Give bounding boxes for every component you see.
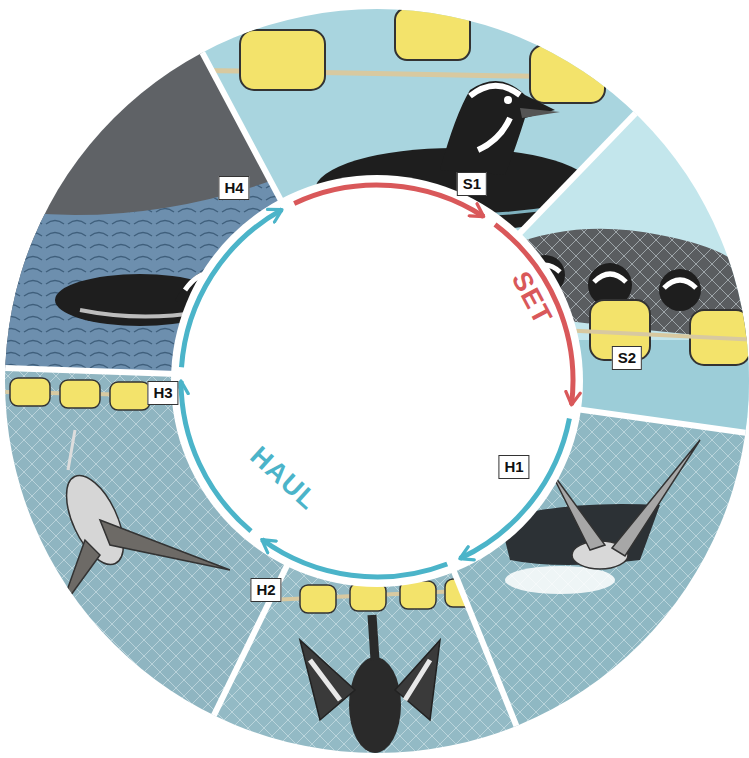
panel-s2-part — [560, 330, 749, 340]
panel-s2-part — [664, 280, 696, 288]
panel-h2-part — [310, 660, 430, 700]
step-label-box: S2 — [612, 346, 642, 370]
panel-h3-part — [100, 520, 230, 570]
step-label-box: H4 — [218, 176, 249, 200]
panel-s1-part — [395, 8, 470, 60]
panel-h3-part — [60, 380, 100, 408]
panel-s1-part — [530, 45, 605, 103]
step-label-box: S1 — [457, 172, 487, 196]
cycle-arrows-part — [181, 381, 251, 531]
cycle-arrows-part — [182, 210, 283, 368]
step-code: H4 — [224, 179, 243, 197]
step-code: S1 — [463, 175, 481, 193]
step-label-box: H2 — [250, 578, 281, 602]
panel-s2-part — [659, 269, 701, 311]
panel-h3-part — [60, 540, 100, 610]
panel-s1-part — [640, 52, 710, 112]
panel-s1-part — [520, 108, 560, 118]
cycle-arrows-part — [262, 540, 447, 577]
panel-h2-part — [349, 657, 401, 753]
step-code: H3 — [153, 384, 172, 402]
cycle-arrows-part — [294, 185, 484, 217]
panel-s1-part — [240, 30, 325, 90]
step-code: H2 — [256, 581, 275, 599]
panel-s1-part — [470, 86, 520, 96]
panel-s2-part — [594, 274, 626, 282]
cycle-arrows — [181, 185, 573, 577]
step-label-box: H3 — [147, 381, 178, 405]
panel-h2-part — [372, 615, 375, 660]
cycle-arrows-part — [460, 418, 570, 558]
panel-dividers — [5, 53, 745, 726]
panel-h3-part — [10, 378, 50, 406]
panel-h3-part — [68, 430, 75, 470]
panel-h1-part — [550, 470, 605, 550]
panel-s1-part — [478, 118, 510, 150]
panel-s1-part — [504, 96, 512, 104]
panel-s1-part — [440, 81, 555, 175]
step-code: S2 — [618, 349, 636, 367]
panel-h2-part — [300, 585, 336, 613]
panel-h3-part — [110, 382, 150, 410]
panel-h1-part — [505, 566, 615, 594]
panel-h2-part — [400, 581, 436, 609]
panel-h1-part — [612, 440, 700, 556]
step-code: H1 — [504, 458, 523, 476]
panel-h2-part — [350, 583, 386, 611]
inner-disk — [171, 175, 583, 587]
cycle-arrows-part — [495, 225, 573, 405]
step-label-box: H1 — [498, 455, 529, 479]
